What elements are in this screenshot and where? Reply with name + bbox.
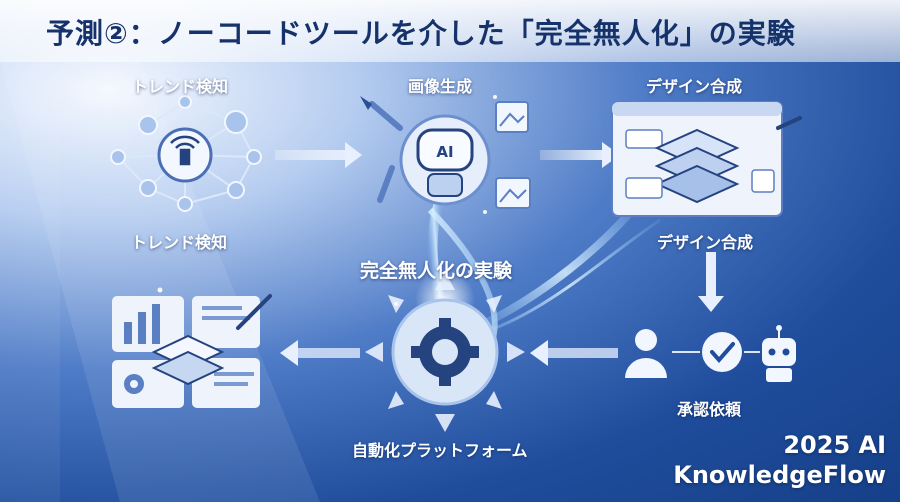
brand-line-name: KnowledgeFlow <box>673 461 886 489</box>
brand-line-year: 2025 AI <box>783 431 886 459</box>
arrow-platform-to-dashboard <box>280 340 360 366</box>
dashboard-icon <box>112 294 272 408</box>
label-image-generation: 画像生成 <box>408 77 473 96</box>
label-design-composition-top: デザイン合成 <box>646 77 743 96</box>
arrow-approval-to-platform <box>530 340 618 366</box>
sparkle-icon <box>157 95 497 306</box>
title-bar <box>0 0 900 62</box>
person-icon <box>625 329 667 378</box>
broadcast-icon <box>170 135 200 166</box>
arrow-image-to-design <box>540 142 620 168</box>
ai-robot-icon: AI <box>399 114 491 206</box>
arrow-trend-to-image <box>275 142 362 168</box>
label-automation-platform: 自動化プラットフォーム <box>352 441 528 460</box>
arrow-design-to-approval <box>698 252 724 312</box>
label-full-automation-experiment: 完全無人化の実験 <box>360 260 513 282</box>
label-trend-detection-top: トレンド検知 <box>132 77 229 96</box>
robot-icon <box>762 325 796 382</box>
design-window-icon <box>611 101 802 217</box>
check-icon <box>702 332 742 372</box>
approval-icon <box>625 325 796 382</box>
network-icon <box>110 95 262 212</box>
gear-icon <box>365 272 525 432</box>
ai-badge: AI <box>436 143 453 161</box>
paintbrush-icon <box>360 96 403 203</box>
brand-watermark: 2025 AI KnowledgeFlow <box>673 430 886 490</box>
label-design-composition-bottom: デザイン合成 <box>657 233 754 252</box>
page-title: 予測②：ノーコードツールを介した「完全無人化」の実験 <box>46 17 796 50</box>
light-rays <box>0 60 320 502</box>
label-approval-request: 承認依頼 <box>677 400 742 419</box>
image-frame-icon <box>495 101 531 209</box>
label-trend-detection-bottom: トレンド検知 <box>131 233 228 252</box>
